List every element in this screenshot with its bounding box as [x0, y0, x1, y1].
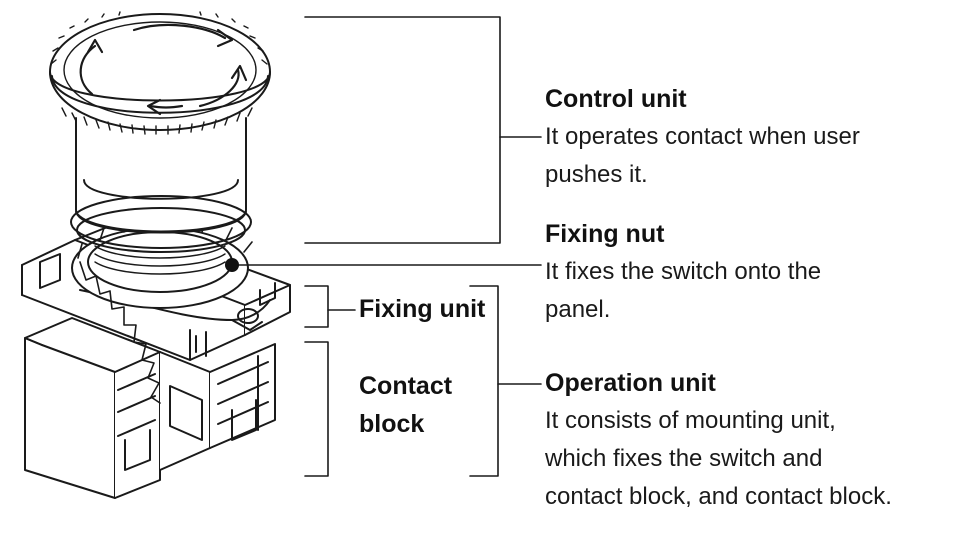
contact-block-title: Contact block — [359, 367, 452, 443]
leader-lines — [231, 16, 542, 477]
fixing-unit-title: Fixing unit — [359, 295, 486, 323]
contact-block-title-line-1: Contact — [359, 372, 453, 400]
operation-unit-desc-line-1: It consists of mounting unit, — [545, 407, 836, 434]
operation-unit-desc-line-3: contact block, and contact block. — [545, 483, 892, 510]
contact-block-illustration — [24, 317, 276, 499]
operation-unit-description: It consists of mounting unit, which fixe… — [545, 402, 955, 516]
control-unit-description: It operates contact when user pushes it. — [545, 118, 905, 194]
fixing-nut-marker-icon — [225, 258, 239, 272]
control-unit-title: Control unit — [545, 85, 687, 113]
operation-unit-title: Operation unit — [545, 369, 716, 397]
control-unit-desc-line-2: pushes it. — [545, 161, 648, 188]
fixing-nut-title: Fixing nut — [545, 220, 665, 248]
contact-block-title-line-2: block — [359, 410, 425, 438]
fixing-nut-desc-line-1: It fixes the switch onto the — [545, 258, 822, 285]
control-unit-illustration — [49, 11, 271, 253]
operation-unit-desc-line-2: which fixes the switch and — [545, 445, 823, 472]
control-unit-desc-line-1: It operates contact when user — [545, 123, 860, 150]
fixing-nut-desc-line-2: panel. — [545, 296, 611, 323]
fixing-nut-description: It fixes the switch onto the panel. — [545, 253, 865, 329]
